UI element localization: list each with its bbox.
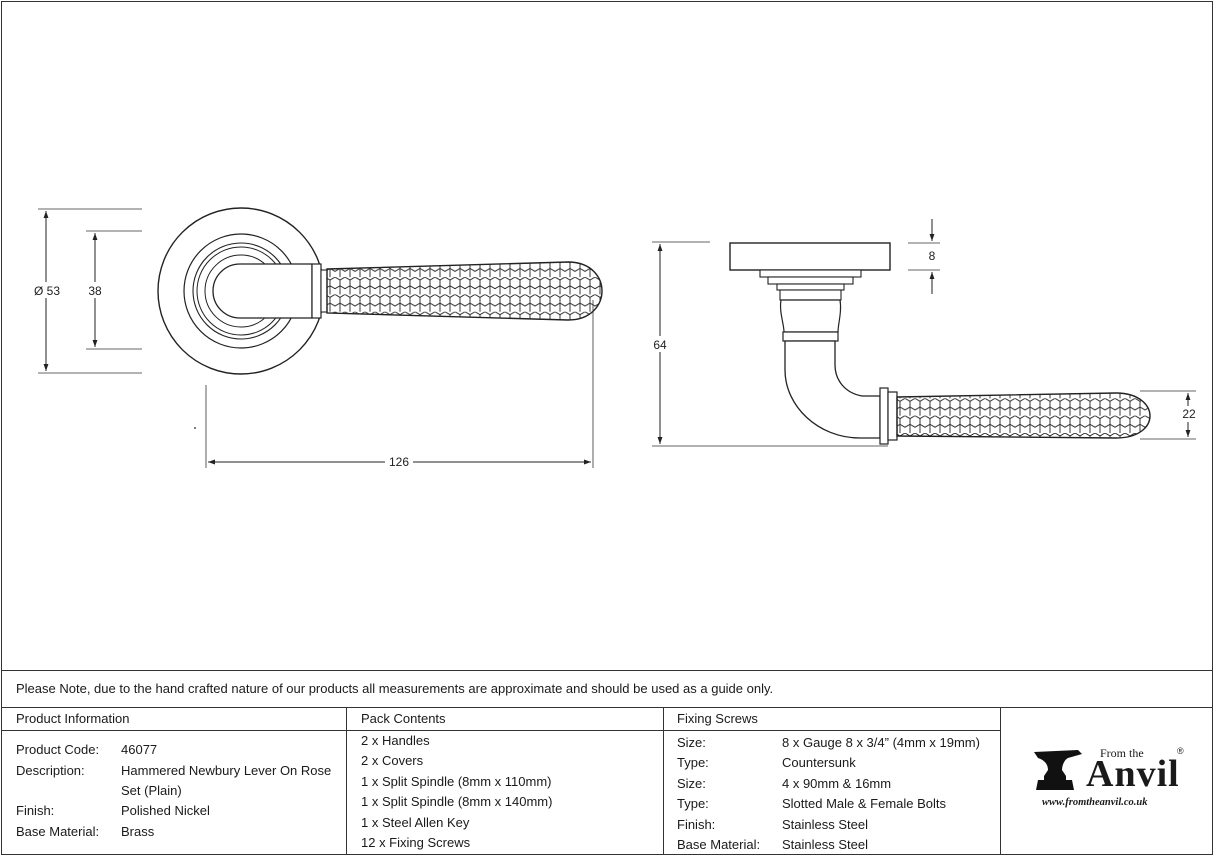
- screw-value: Stainless Steel: [782, 837, 868, 852]
- screw-label: Base Material:: [677, 837, 761, 852]
- side-lever-grip: [896, 392, 1151, 439]
- base-material-value: Brass: [121, 824, 155, 839]
- screw-value: Slotted Male & Female Bolts: [782, 796, 947, 811]
- lever-elbow: [784, 340, 881, 439]
- measurement-note: Please Note, due to the hand crafted nat…: [16, 681, 774, 696]
- product-code-value: 46077: [121, 742, 158, 757]
- logo-brand-name: Anvil: [1086, 753, 1180, 795]
- fixing-screws-heading: Fixing Screws: [677, 711, 758, 726]
- front-dimensions: Ø 53 38 126: [32, 208, 594, 470]
- dim-height: 64: [653, 338, 667, 352]
- lever-neck: [212, 263, 313, 319]
- pack-item: 12 x Fixing Screws: [361, 835, 471, 850]
- pack-item: 2 x Handles: [361, 733, 430, 748]
- dim-rose-thickness: 8: [929, 249, 936, 263]
- screw-value: 4 x 90mm & 16mm: [782, 776, 892, 791]
- front-view: [157, 207, 603, 375]
- dim-diameter: Ø 53: [34, 284, 60, 298]
- pack-item: 1 x Split Spindle (8mm x 140mm): [361, 794, 553, 809]
- screw-label: Finish:: [677, 817, 716, 832]
- screw-label: Type:: [677, 796, 709, 811]
- description-value-line2: Set (Plain): [121, 783, 182, 798]
- logo-website: www.fromtheanvil.co.uk: [1042, 797, 1148, 808]
- product-code-label: Product Code:: [16, 742, 100, 757]
- lever-grip: [326, 261, 603, 321]
- logo-from-the: From the: [1100, 746, 1144, 760]
- logo-registered: ®: [1177, 746, 1184, 756]
- header-divider: [1, 730, 1001, 731]
- screw-value: Stainless Steel: [782, 817, 868, 832]
- dim-inner-diameter: 38: [88, 284, 102, 298]
- description-label: Description:: [16, 763, 85, 778]
- finish-label: Finish:: [16, 803, 55, 818]
- pack-item: 1 x Steel Allen Key: [361, 815, 470, 830]
- pack-item: 1 x Split Spindle (8mm x 110mm): [361, 774, 552, 789]
- description-value: Hammered Newbury Lever On Rose: [121, 763, 332, 778]
- dim-grip-diameter: 22: [1182, 407, 1196, 421]
- screw-value: Countersunk: [782, 755, 856, 770]
- screw-label: Size:: [677, 735, 706, 750]
- pack-contents-heading: Pack Contents: [361, 711, 446, 726]
- screw-label: Size:: [677, 776, 706, 791]
- product-info-heading: Product Information: [16, 711, 130, 726]
- side-dimensions: 64 8 22: [649, 219, 1199, 447]
- finish-value: Polished Nickel: [121, 803, 210, 818]
- side-view: [729, 242, 1151, 445]
- anvil-icon: [1034, 750, 1082, 790]
- lever-collar: [311, 263, 322, 319]
- brand-logo: From the Anvil ® www.fromtheanvil.co.uk: [1030, 744, 1190, 814]
- drawing-area: Ø 53 38 126: [32, 207, 1199, 470]
- dim-length: 126: [389, 455, 409, 469]
- rose-plate: [729, 242, 891, 271]
- screw-value: 8 x Gauge 8 x 3/4” (4mm x 19mm): [782, 735, 980, 750]
- base-material-label: Base Material:: [16, 824, 100, 839]
- pack-item: 2 x Covers: [361, 753, 424, 768]
- logo-panel: [1000, 707, 1213, 855]
- screw-label: Type:: [677, 755, 709, 770]
